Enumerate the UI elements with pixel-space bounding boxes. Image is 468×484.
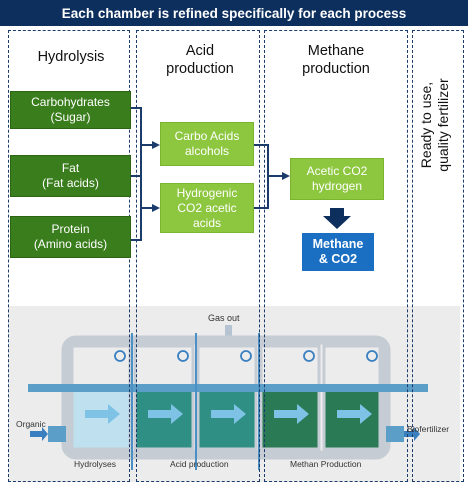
box-carbohydrates-line2: (Sugar) <box>50 110 91 124</box>
box-protein: Protein (Amino acids) <box>10 216 131 258</box>
horizontal-pipe <box>28 384 428 392</box>
box-carbohydrates-line1: Carbohydrates <box>31 95 110 109</box>
label-gas-out: Gas out <box>208 313 240 323</box>
box-fat-line2: (Fat acids) <box>42 176 99 190</box>
box-hydrogenic-line1: Hydrogenic <box>176 185 238 200</box>
title-hydrolysis: Hydrolysis <box>37 49 105 65</box>
label-hydrolyses: Hydrolyses <box>74 459 117 469</box>
label-methan-production: Methan Production <box>290 459 362 469</box>
biofertilizer-outlet <box>386 426 404 442</box>
box-fat: Fat (Fat acids) <box>10 155 131 197</box>
box-carbo-acids-line1: Carbo Acids <box>174 129 240 143</box>
down-arrow-icon <box>323 208 351 229</box>
title-acid: Acid production <box>166 43 234 77</box>
box-hydrogenic-line2: CO2 acetic <box>177 200 237 215</box>
box-acetic-line1: Acetic CO2 <box>306 164 368 178</box>
box-methane-line2: & CO2 <box>318 252 358 266</box>
box-protein-line1: Protein <box>51 222 90 236</box>
stage-acid <box>136 30 260 482</box>
box-acetic-line2: hydrogen <box>311 179 363 193</box>
organic-inlet <box>48 426 66 442</box>
box-methane-output: Methane & CO2 <box>302 233 374 271</box>
title-methane: Methane production <box>302 43 370 77</box>
label-acid-production: Acid production <box>170 459 229 469</box>
label-organic: Organic <box>16 419 46 429</box>
box-carbo-acids: Carbo Acids alcohols <box>160 122 254 166</box>
header-banner: Each chamber is refined specifically for… <box>0 0 468 26</box>
box-carbohydrates: Carbohydrates (Sugar) <box>10 91 131 129</box>
box-fat-line1: Fat <box>61 161 80 175</box>
title-fertilizer: Ready to use, quality fertilizer <box>418 78 451 172</box>
box-acetic: Acetic CO2 hydrogen <box>290 158 384 200</box>
stage-fertilizer <box>412 30 464 482</box>
label-biofertilizer: Biofertilizer <box>407 424 450 434</box>
gas-out-pipe <box>225 325 232 340</box>
box-hydrogenic: Hydrogenic CO2 acetic acids <box>160 183 254 233</box>
box-protein-line2: (Amino acids) <box>33 237 108 251</box>
box-methane-line1: Methane <box>312 237 364 251</box>
box-hydrogenic-line3: acids <box>192 215 221 230</box>
digester-vessel <box>61 335 391 460</box>
stage-methane <box>264 30 408 482</box>
box-carbo-acids-line2: alcohols <box>184 144 230 158</box>
